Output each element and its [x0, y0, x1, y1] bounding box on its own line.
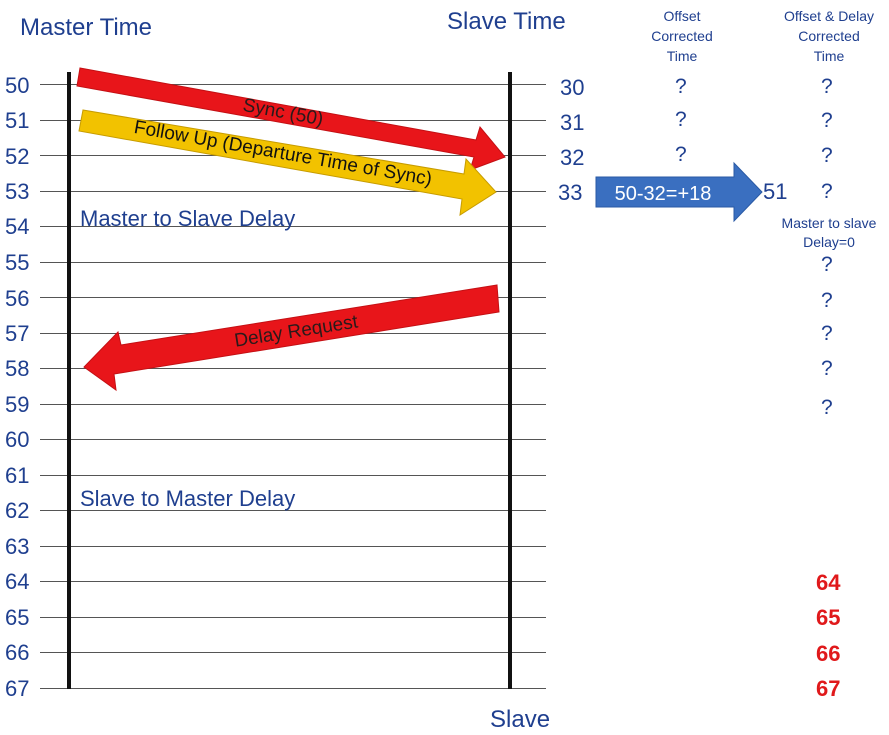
master-tick: 64	[5, 569, 30, 594]
offset-calc-arrow: 50-32=+18	[595, 161, 763, 223]
slave-tick: 31	[560, 110, 585, 135]
master-tick: 55	[5, 250, 30, 275]
master-tick: 61	[5, 463, 30, 488]
slave-tick: 30	[560, 75, 585, 100]
offset-delay-value: ?	[821, 109, 833, 132]
offset-delay-corrected-header: Offset & Delay Corrected Time	[764, 6, 889, 66]
master-timeline	[67, 72, 71, 689]
time-line	[40, 262, 546, 263]
corrected-time-value: 66	[816, 641, 841, 666]
time-line	[40, 368, 546, 369]
follow-up-arrow: Follow Up (Departure Time of Sync)	[78, 109, 497, 216]
offset-corrected-header-line: Corrected	[651, 28, 713, 44]
time-line	[40, 439, 546, 440]
note-line: Delay=0	[803, 234, 855, 250]
master-time-header: Master Time	[20, 14, 153, 41]
master-tick: 66	[5, 640, 30, 665]
time-line	[40, 581, 546, 582]
sync-arrow-label: Sync (50)	[241, 95, 325, 130]
master-tick: 50	[5, 73, 30, 98]
offset-corrected-header-line: Time	[666, 48, 698, 64]
slave-timeline	[508, 72, 512, 689]
offset-delay-value: ?	[821, 253, 833, 276]
master-to-slave-delay-label: Master to Slave Delay	[80, 206, 296, 231]
offset-corrected-header-line: Offset	[663, 8, 701, 24]
master-tick: 60	[5, 427, 30, 452]
offset-delay-value: ?	[821, 396, 833, 419]
slave-tick: 32	[560, 145, 585, 170]
slave-bottom-label: Slave	[490, 706, 551, 733]
offset-delay-header-line: Offset & Delay	[783, 8, 874, 24]
master-tick: 67	[5, 676, 30, 701]
slave-to-master-delay-label: Slave to Master Delay	[80, 486, 296, 511]
offset-delay-value: ?	[821, 180, 833, 203]
offset-delay-value: ?	[821, 144, 833, 167]
offset-delay-value: ?	[821, 357, 833, 380]
time-line	[40, 688, 546, 689]
time-line	[40, 191, 546, 192]
master-tick: 54	[5, 214, 30, 239]
offset-delay-value: ?	[821, 289, 833, 312]
master-to-slave-delay-note: Master to slave Delay=0	[764, 214, 889, 252]
slave-tick: 33	[558, 180, 583, 205]
offset-corrected-header: Offset Corrected Time	[632, 6, 732, 66]
time-line	[40, 475, 546, 476]
corrected-time-value: 65	[816, 605, 841, 630]
master-tick: 65	[5, 605, 30, 630]
master-tick: 57	[5, 321, 30, 346]
time-line	[40, 226, 546, 227]
time-line	[40, 404, 546, 405]
offset-result-value: 51	[763, 179, 787, 204]
master-tick: 52	[5, 144, 30, 169]
offset-corrected-value: ?	[675, 143, 687, 166]
offset-calc-label: 50-32=+18	[615, 183, 712, 205]
master-tick: 53	[5, 179, 30, 204]
slave-time-header: Slave Time	[447, 8, 566, 35]
time-line	[40, 617, 546, 618]
note-line: Master to slave	[781, 215, 877, 231]
time-line	[40, 297, 546, 298]
offset-corrected-value: ?	[675, 108, 687, 131]
time-line	[40, 652, 546, 653]
offset-delay-header-line: Corrected	[798, 28, 860, 44]
corrected-time-value: 64	[816, 570, 841, 595]
offset-delay-value: ?	[821, 322, 833, 345]
corrected-time-value: 67	[816, 676, 841, 701]
delay-request-arrow: Delay Request	[83, 284, 500, 392]
time-line	[40, 546, 546, 547]
master-tick: 56	[5, 286, 30, 311]
offset-delay-header-line: Time	[813, 48, 845, 64]
master-tick: 59	[5, 392, 30, 417]
time-line	[40, 510, 546, 511]
master-tick: 63	[5, 534, 30, 559]
time-line	[40, 84, 546, 85]
master-tick: 51	[5, 108, 30, 133]
master-tick: 62	[5, 498, 30, 523]
offset-delay-value: ?	[821, 75, 833, 98]
offset-corrected-value: ?	[675, 75, 687, 98]
master-tick: 58	[5, 356, 30, 381]
